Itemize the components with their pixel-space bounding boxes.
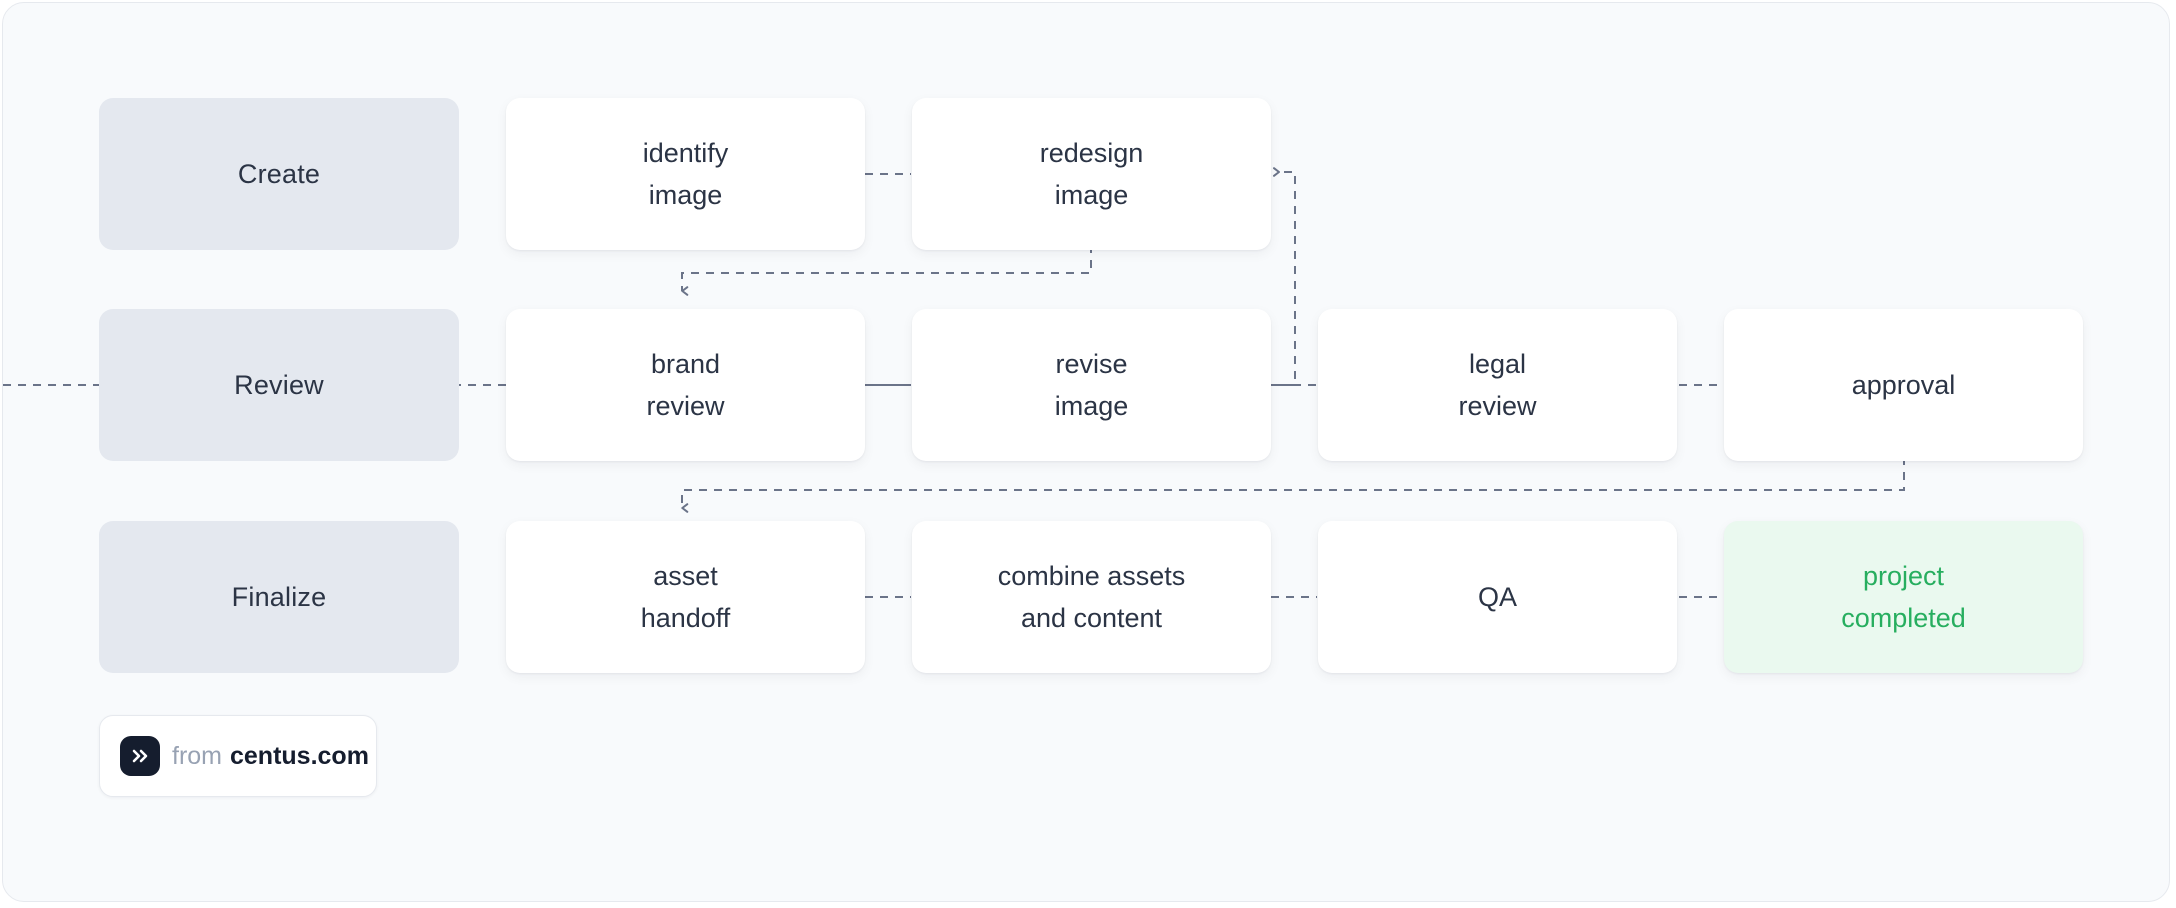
edge-approval-to-asset-handoff bbox=[681, 457, 1905, 513]
node-legal-review[interactable]: legal review bbox=[1318, 309, 1677, 461]
node-label: identify image bbox=[642, 138, 729, 210]
node-revise-image[interactable]: revise image bbox=[912, 309, 1271, 461]
attribution-badge[interactable]: from centus.com bbox=[99, 715, 377, 797]
node-qa[interactable]: QA bbox=[1318, 521, 1677, 673]
node-label: redesign image bbox=[1039, 138, 1144, 210]
node-approval[interactable]: approval bbox=[1724, 309, 2083, 461]
edge-revise-to-redesign-feedback bbox=[1271, 167, 1296, 386]
stage-review: Review bbox=[99, 309, 459, 461]
node-label: revise image bbox=[1054, 349, 1129, 421]
stage-finalize: Finalize bbox=[99, 521, 459, 673]
node-label: QA bbox=[1477, 582, 1517, 612]
node-label: combine assets and content bbox=[997, 561, 1186, 633]
badge-site-label: centus.com bbox=[230, 741, 369, 770]
flowchart-board: Create Review Finalize identify image re… bbox=[3, 3, 2169, 901]
node-redesign-image[interactable]: redesign image bbox=[912, 98, 1271, 250]
node-label: asset handoff bbox=[640, 561, 731, 633]
edge-redesign-to-brand-review bbox=[681, 245, 1092, 296]
node-identify-image[interactable]: identify image bbox=[506, 98, 865, 250]
node-label: project completed bbox=[1841, 561, 1966, 633]
badge-from-label: from bbox=[172, 741, 222, 770]
node-label: legal review bbox=[1458, 349, 1537, 421]
node-label: brand review bbox=[646, 349, 725, 421]
double-chevron-right-icon bbox=[120, 736, 160, 776]
node-combine-assets-and-content[interactable]: combine assets and content bbox=[912, 521, 1271, 673]
stage-label: Create bbox=[237, 158, 321, 189]
node-brand-review[interactable]: brand review bbox=[506, 309, 865, 461]
node-label: approval bbox=[1851, 370, 1956, 400]
node-project-completed[interactable]: project completed bbox=[1724, 521, 2083, 673]
node-asset-handoff[interactable]: asset handoff bbox=[506, 521, 865, 673]
stage-label: Finalize bbox=[231, 581, 327, 612]
stage-create: Create bbox=[99, 98, 459, 250]
stage-label: Review bbox=[234, 369, 324, 400]
